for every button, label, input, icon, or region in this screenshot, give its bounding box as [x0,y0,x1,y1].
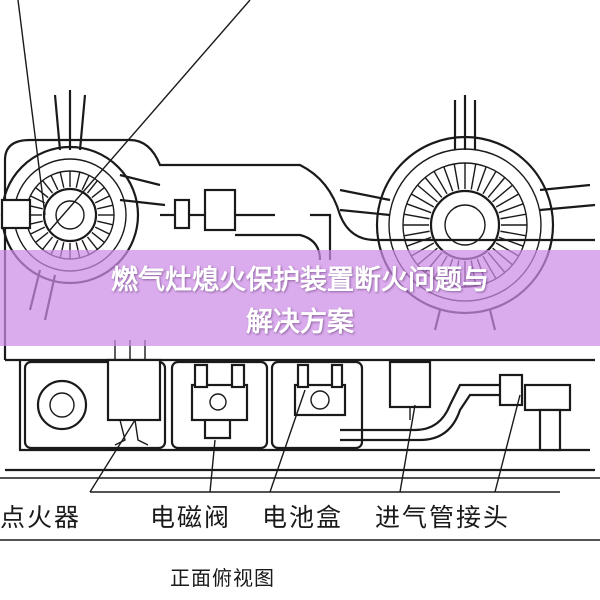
burner-spoke [86,180,98,194]
burner-spoke [91,231,105,243]
leader-line-top-left [17,0,46,216]
burner-spoke [500,213,527,220]
burner-spoke [406,203,432,214]
right-box [388,360,432,409]
burner-spoke [97,220,114,226]
burner-spoke [424,177,443,198]
burner-spoke [42,180,54,194]
burner-spoke [492,184,513,203]
battery-box [293,363,347,417]
solenoid-compartment [170,360,269,450]
label-solenoid-valve: 电磁阀 [150,503,232,532]
stove-top-outline [3,138,595,360]
solenoid-valve [190,363,249,440]
view-caption: 正面俯视图 [170,566,275,590]
burner-spoke [94,226,110,235]
burner-spoke [498,236,524,247]
burner-spoke [476,166,487,192]
burner-spoke [50,175,59,191]
knob-left-inner [49,392,75,418]
title-line-1: 燃气灶熄火保护装置断火问题与 [111,265,489,296]
burner-spoke [498,203,524,214]
burner-spoke [410,193,435,208]
burner-spoke [30,226,46,235]
label-gas-inlet: 进气管接头 [375,503,511,532]
title-banner: 燃气灶熄火保护装置断火问题与 解决方案 [0,250,600,346]
control-panel-bottom [18,360,590,452]
burner-spoke [59,171,65,188]
burner-spoke [35,187,49,199]
burner-spoke [30,195,46,204]
burner-spoke [94,195,110,204]
gas-pipe [340,373,572,452]
burner-spoke [482,170,497,195]
thermocouple-left [0,198,32,230]
burner-spoke [403,213,430,220]
igniter-compartment [23,360,167,450]
igniter-module [106,358,162,422]
burner-spoke [495,193,520,208]
burner-spoke [443,166,454,192]
burner-spoke [91,187,105,199]
burner-spoke [500,230,527,237]
burner-spoke [403,230,430,237]
label-battery-box: 电池盒 [262,503,344,532]
knob-left-outer [36,379,88,431]
battery-compartment [270,360,364,450]
burner-spoke [86,236,98,250]
title-line-2: 解决方案 [246,307,354,338]
burner-spoke [42,236,54,250]
burner-spoke [75,171,81,188]
burner-spoke [453,163,460,190]
burner-spoke [417,184,438,203]
burner-spoke [470,163,477,190]
label-igniter: 点火器 [0,503,82,532]
left-burner-spokes [26,171,114,259]
label-leader-lines [89,389,560,493]
igniter-wires-bottom [114,419,149,446]
burner-spoke [35,231,49,243]
burner-spoke [487,177,506,198]
burner-spoke [97,204,114,210]
burner-spoke [433,170,448,195]
burner-spoke [406,236,432,247]
burner-spoke [81,175,90,191]
